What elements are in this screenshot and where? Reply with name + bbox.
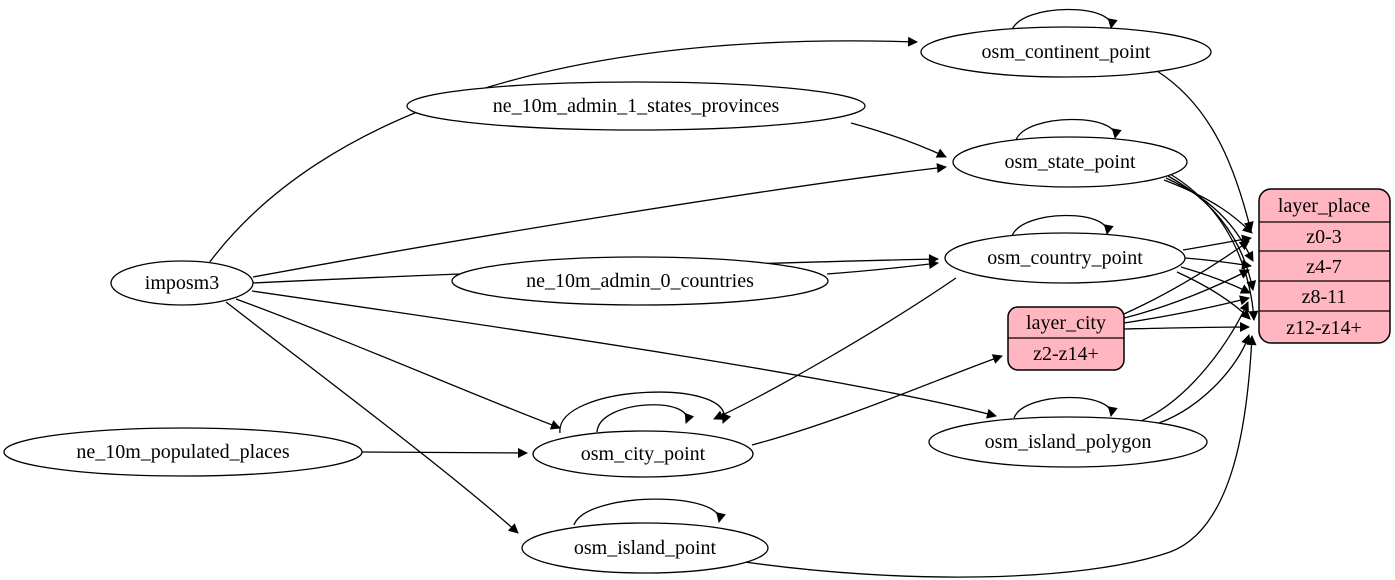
- edge-imposm3-osm_island_polygon: [251, 290, 997, 419]
- edge-imposm3-osm_island_point: [225, 301, 519, 534]
- edge-osm_country_point-layer_place-z8-11: [1180, 266, 1251, 294]
- edge-osm_state_point-layer_place-z0-3: [1163, 179, 1253, 234]
- edge-osm_country_point-layer_place-z4-7: [1184, 257, 1252, 270]
- record-layer_place-row-z4-7: z4-7: [1306, 256, 1342, 278]
- edge-layer_city-layer_place-z0-3: [1123, 240, 1250, 315]
- selfloop-osm_city_point-inner: [596, 404, 695, 433]
- node-osm_city_point-label: osm_city_point: [581, 443, 706, 465]
- edge-osm_city_point-layer_city: [751, 354, 1003, 446]
- node-osm_state_point-label: osm_state_point: [1004, 151, 1136, 173]
- selfloop-osm_continent_point: [1011, 8, 1118, 31]
- node-ne_10m_admin_0_countries-shape: [451, 256, 829, 306]
- node-osm_continent_point-label: osm_continent_point: [982, 41, 1151, 63]
- node-osm_country_point: osm_country_point: [944, 232, 1186, 284]
- node-osm_island_point: osm_island_point: [521, 522, 769, 574]
- node-ne_10m_admin_1_states_provinces-label: ne_10m_admin_1_states_provinces: [493, 95, 780, 117]
- node-osm_island_point-label: osm_island_point: [574, 537, 717, 559]
- node-osm_state_point: osm_state_point: [952, 136, 1188, 188]
- record-layer_place-row-z0-3: z0-3: [1306, 226, 1342, 248]
- node-ne_10m_admin_1_states_provinces: ne_10m_admin_1_states_provinces: [406, 81, 866, 131]
- record-layer_city-title: layer_city: [1026, 312, 1106, 334]
- selfloop-osm_state_point: [1015, 118, 1122, 141]
- selfloop-osm_island_point: [573, 498, 726, 526]
- record-layer_city-row-z2-z14: z2-z14+: [1033, 343, 1099, 365]
- edge-osm_continent_point-layer_place-z0-3: [1156, 70, 1254, 232]
- edge-ne_10m_admin_1_states_provinces-osm_state_point: [850, 122, 947, 158]
- node-osm_continent_point-shape: [920, 26, 1212, 78]
- node-ne_10m_populated_places-label: ne_10m_populated_places: [76, 441, 289, 463]
- node-ne_10m_admin_1_states_provinces-shape: [406, 81, 866, 131]
- edge-imposm3-osm_continent_point: [208, 36, 918, 264]
- record-layer_place: layer_place z0-3 z4-7 z8-11 z12-z14+: [1258, 188, 1391, 344]
- selfloop-osm_island_polygon: [1013, 396, 1118, 419]
- edge-osm_country_point-layer_place-z0-3: [1182, 234, 1252, 251]
- node-ne_10m_populated_places: ne_10m_populated_places: [3, 427, 363, 477]
- edge-osm_island_polygon-layer_place-z8-11: [1140, 301, 1249, 422]
- node-osm_state_point-shape: [952, 136, 1188, 188]
- record-layer_city: layer_city z2-z14+: [1007, 306, 1125, 371]
- edge-osm_country_point-layer_place-z12-z14: [1176, 271, 1251, 320]
- node-imposm3-shape: [110, 260, 254, 306]
- edges-group: [208, 8, 1259, 578]
- record-layer_place-title: layer_place: [1278, 195, 1370, 217]
- node-osm_city_point-shape: [532, 430, 754, 478]
- node-osm_island_polygon-label: osm_island_polygon: [985, 431, 1152, 453]
- edge-imposm3-osm_city_point: [235, 298, 561, 430]
- node-osm_island_polygon: osm_island_polygon: [928, 416, 1208, 468]
- node-imposm3-label: imposm3: [145, 272, 219, 294]
- edge-ne_10m_populated_places-osm_city_point: [361, 447, 528, 458]
- record-layer_place-row-z8-11: z8-11: [1302, 286, 1347, 308]
- edge-osm_country_point-osm_city_point: [713, 277, 957, 420]
- node-imposm3: imposm3: [110, 260, 254, 306]
- edge-ne_10m_admin_0_countries-osm_country_point: [826, 259, 939, 275]
- node-osm_country_point-shape: [944, 232, 1186, 284]
- node-ne_10m_populated_places-shape: [3, 427, 363, 477]
- record-layer_place-shape: [1258, 188, 1391, 344]
- node-ne_10m_admin_0_countries: ne_10m_admin_0_countries: [451, 256, 829, 306]
- selfloop-osm_city_point-outer: [559, 391, 732, 434]
- edge-osm_state_point-layer_place-z8-11: [1167, 175, 1257, 291]
- node-osm_country_point-label: osm_country_point: [987, 247, 1143, 269]
- edge-osm_island_point-layer_place-z12-z14: [744, 335, 1257, 578]
- selfloop-osm_country_point: [1011, 214, 1114, 237]
- node-osm_island_point-shape: [521, 522, 769, 574]
- edge-osm_island_polygon-layer_place-z12-z14: [1149, 334, 1251, 427]
- record-layer_place-row-z12-z14: z12-z14+: [1286, 317, 1362, 339]
- node-osm_island_polygon-shape: [928, 416, 1208, 468]
- node-ne_10m_admin_0_countries-label: ne_10m_admin_0_countries: [526, 270, 754, 292]
- edge-layer_city-layer_place-z12-z14: [1123, 322, 1250, 333]
- edge-imposm3-osm_state_point: [252, 163, 947, 278]
- node-osm_continent_point: osm_continent_point: [920, 26, 1212, 78]
- node-osm_city_point: osm_city_point: [532, 430, 754, 478]
- edge-osm_state_point-layer_place-z4-7: [1165, 177, 1254, 262]
- edge-osm_state_point-layer_place-z12-z14: [1169, 173, 1259, 321]
- edge-layer_city-layer_place-z4-7: [1123, 269, 1250, 319]
- edge-layer_city-layer_place-z8-11: [1123, 295, 1250, 324]
